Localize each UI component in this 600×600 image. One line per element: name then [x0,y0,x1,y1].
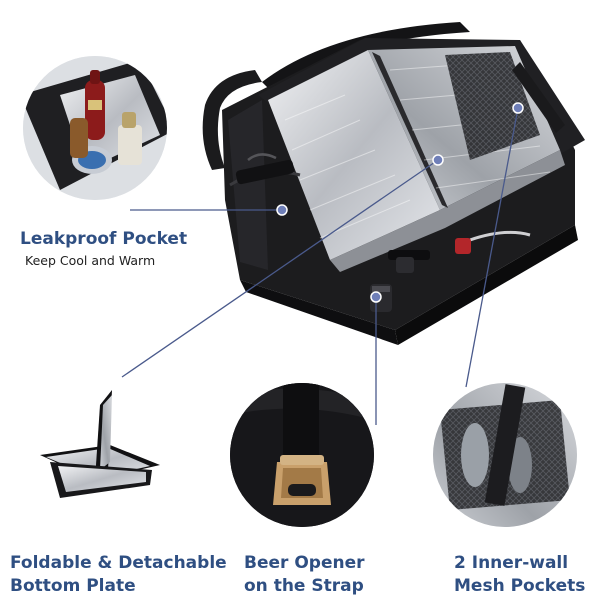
beer-opener-line2: on the Strap [244,576,364,596]
bottom-plate-label: Foldable & Detachable Bottom Plate [10,552,227,598]
bottom-plate-line2: Bottom Plate [10,576,136,596]
beer-opener-label: Beer Opener on the Strap [244,552,365,598]
bottom-plate-line1: Foldable & Detachable [10,553,227,573]
mesh-pockets-line1: 2 Inner-wall [454,553,569,573]
leakproof-pocket-label: Leakproof Pocket Keep Cool and Warm [20,228,187,269]
leakproof-pocket-subtitle: Keep Cool and Warm [25,253,156,268]
beer-opener-line1: Beer Opener [244,553,365,573]
mesh-pockets-label: 2 Inner-wall Mesh Pockets [454,552,585,598]
mesh-pockets-line2: Mesh Pockets [454,576,586,596]
leakproof-pocket-title: Leakproof Pocket [20,229,188,249]
